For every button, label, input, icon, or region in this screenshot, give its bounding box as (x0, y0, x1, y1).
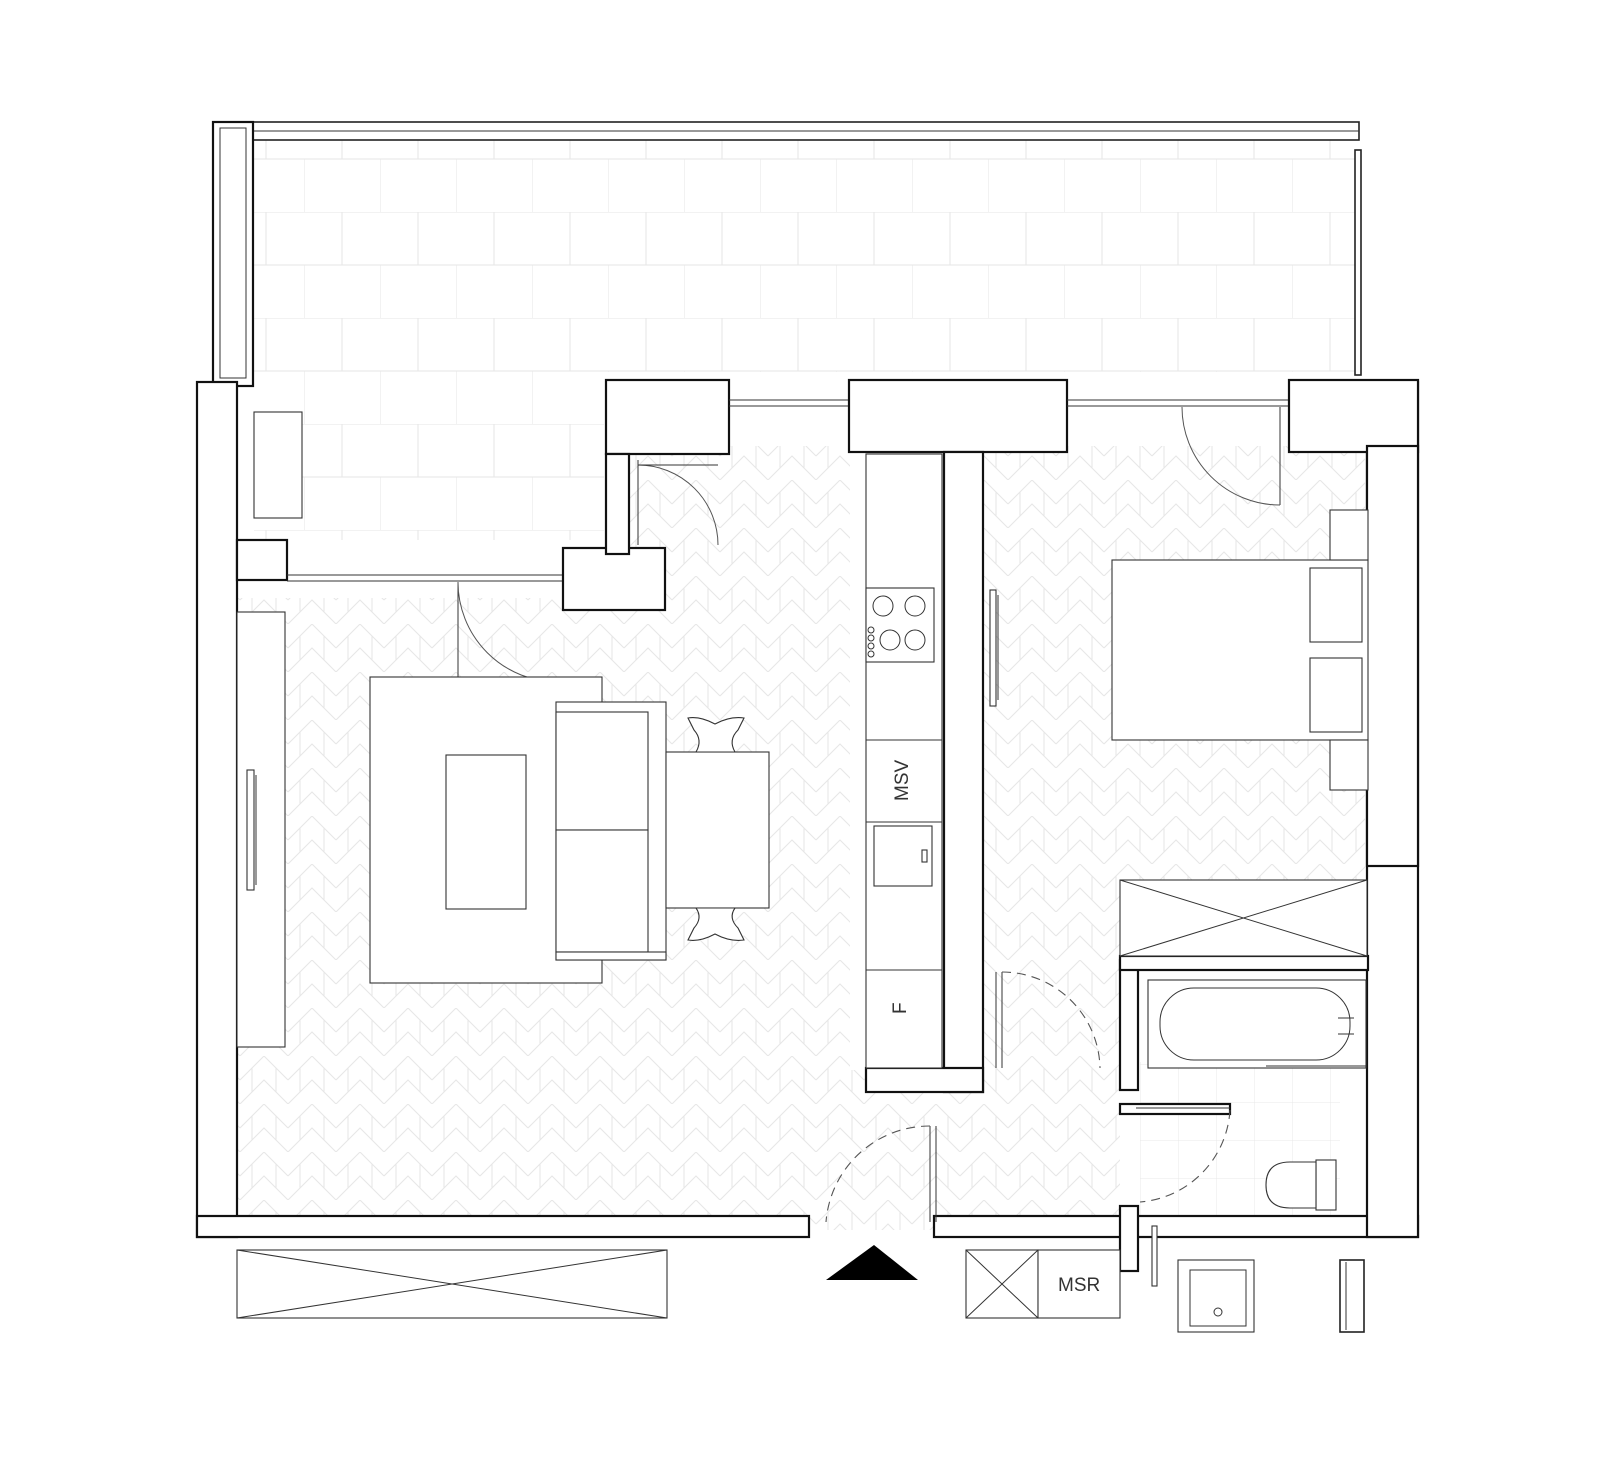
bedroom-door[interactable] (995, 971, 1101, 1069)
exterior-walls (195, 378, 1420, 1273)
dining-chair-bottom (687, 907, 745, 941)
dining-chair-top (687, 717, 745, 753)
dishwasher-label: MSV (892, 760, 913, 802)
washer-label: MSR (1058, 1275, 1100, 1296)
toilet (1265, 1159, 1337, 1211)
bedroom-floor (960, 446, 1365, 1070)
bedroom-balcony-door[interactable] (1181, 406, 1281, 506)
balcony-door[interactable] (637, 460, 719, 546)
cooktop-icon (865, 587, 935, 663)
entrance-door[interactable] (825, 1125, 937, 1223)
towel-rail (1151, 1225, 1158, 1287)
sofa (555, 701, 667, 961)
wardrobe-entry (236, 1249, 668, 1319)
fridge-label: F (890, 1002, 911, 1014)
bedroom-tv (989, 589, 999, 707)
balcony-bench (253, 411, 303, 519)
tv-unit (236, 611, 286, 1048)
balcony-left-wall (211, 120, 255, 388)
tv (246, 769, 257, 891)
utility-cabinet (965, 1249, 1121, 1319)
balcony-railing (212, 121, 1362, 376)
sink-icon (873, 825, 933, 887)
entrance-marker-icon (826, 1245, 918, 1280)
shaft (1339, 1259, 1365, 1333)
bathroom-sink (1177, 1259, 1255, 1333)
dining-table (665, 751, 770, 909)
nightstand-bottom (1329, 739, 1369, 791)
bathtub (1147, 979, 1367, 1069)
balcony-floor (254, 139, 1358, 540)
nightstand-top (1329, 509, 1369, 561)
kitchen-counter (865, 453, 943, 1069)
bed (1111, 559, 1369, 741)
coffee-table (445, 754, 527, 910)
wardrobe-bedroom (1119, 879, 1368, 957)
main-floor (236, 446, 1120, 1230)
bathroom-door[interactable] (1136, 1107, 1231, 1203)
